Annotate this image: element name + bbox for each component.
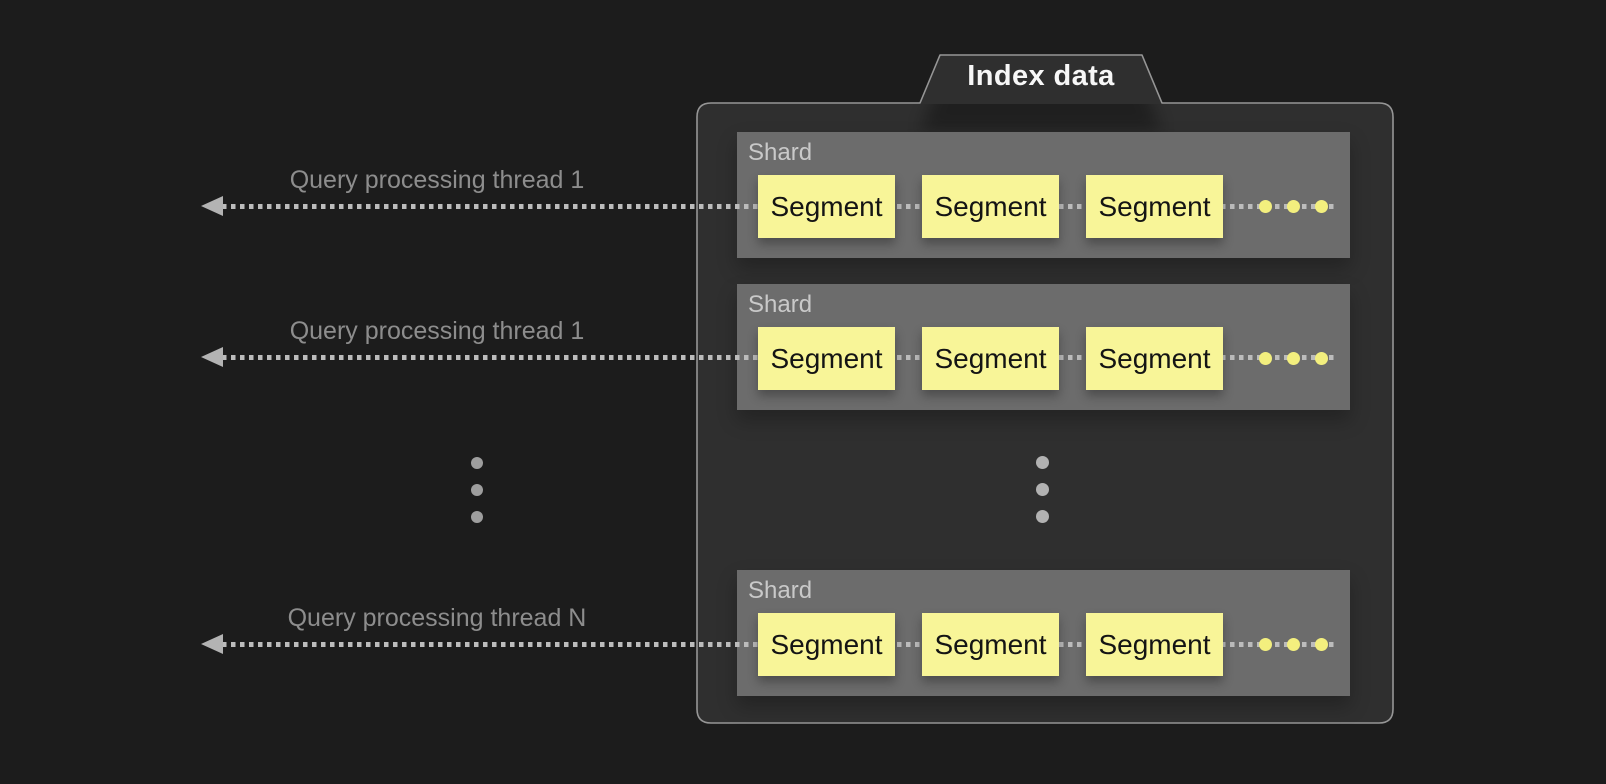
shard-label: Shard <box>748 577 813 604</box>
segment-box: Segment <box>1086 613 1223 676</box>
thread-label-1: Query processing thread 1 <box>289 166 585 194</box>
left-arrowhead-icon <box>201 634 223 654</box>
segment-box: Segment <box>758 327 895 390</box>
segment-box: Segment <box>922 613 1059 676</box>
shard-row-2: Shard Segment Segment Segment <box>737 284 1350 410</box>
thread-label-2: Query processing thread 1 <box>289 317 585 345</box>
shard-label: Shard <box>748 139 813 166</box>
more-segments-ellipsis-icon <box>1259 200 1328 213</box>
segment-box: Segment <box>1086 327 1223 390</box>
segment-list: Segment Segment Segment <box>758 613 1223 676</box>
more-threads-ellipsis-icon <box>471 457 483 523</box>
more-shards-ellipsis-icon <box>1036 456 1049 523</box>
segment-box: Segment <box>922 327 1059 390</box>
shard-label: Shard <box>748 291 813 318</box>
segment-box: Segment <box>922 175 1059 238</box>
thread-label-n: Query processing thread N <box>287 604 587 632</box>
more-segments-ellipsis-icon <box>1259 638 1328 651</box>
left-arrowhead-icon <box>201 347 223 367</box>
segment-box: Segment <box>1086 175 1223 238</box>
segment-list: Segment Segment Segment <box>758 327 1223 390</box>
shard-row-n: Shard Segment Segment Segment <box>737 570 1350 696</box>
segment-list: Segment Segment Segment <box>758 175 1223 238</box>
segment-box: Segment <box>758 175 895 238</box>
shard-row-1: Shard Segment Segment Segment <box>737 132 1350 258</box>
panel-tab-label: Index data <box>967 60 1115 92</box>
tab-shadow <box>920 104 1162 131</box>
more-segments-ellipsis-icon <box>1259 352 1328 365</box>
left-arrowhead-icon <box>201 196 223 216</box>
segment-box: Segment <box>758 613 895 676</box>
